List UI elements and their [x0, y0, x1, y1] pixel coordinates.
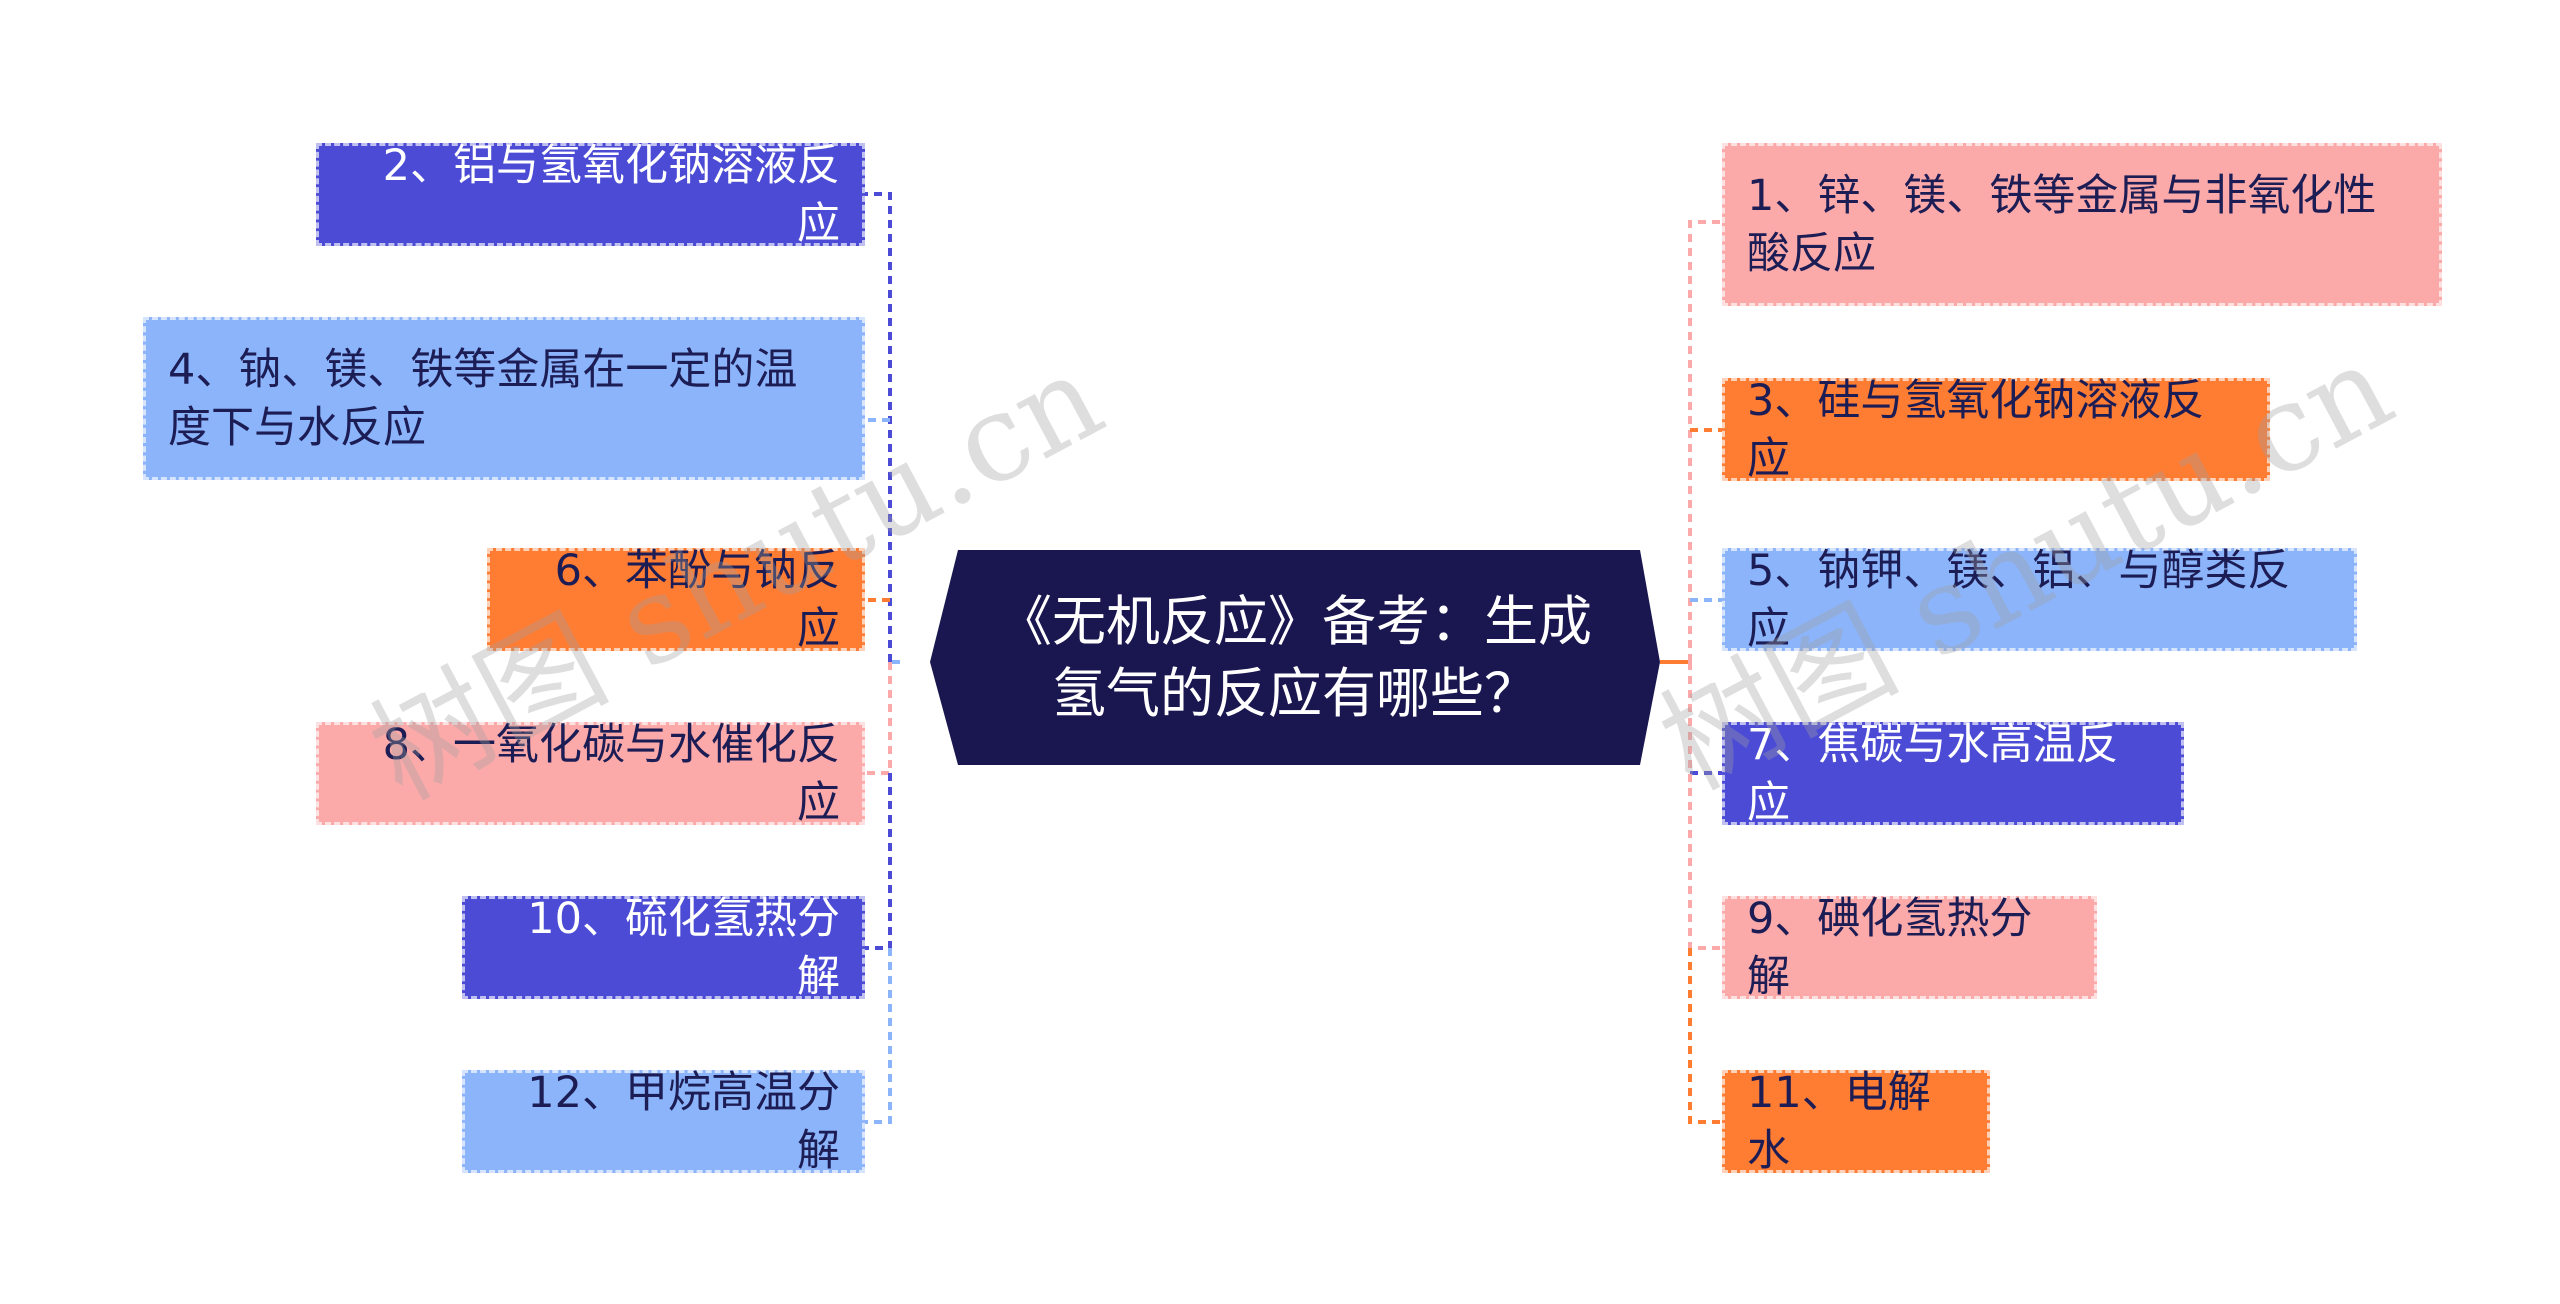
root-node[interactable]: 《无机反应》备考：生成氢气的反应有哪些？	[940, 550, 1650, 765]
node-label: 11、电解水	[1747, 1067, 1931, 1176]
node-label: 8、一氧化碳与水催化反应	[382, 719, 840, 828]
node-label: 3、硅与氢氧化钠溶液反应	[1747, 375, 2205, 484]
link-left-12	[865, 948, 892, 1124]
node-label: 2、铝与氢氧化钠溶液反应	[382, 140, 840, 249]
node-label: 1、锌、镁、铁等金属与非氧化性酸反应	[1747, 170, 2377, 279]
root-node-shape	[930, 550, 1660, 765]
node-right-9[interactable]: 9、碘化氢热分解	[1722, 894, 2097, 1002]
node-right-11[interactable]: 11、电解水	[1722, 1068, 1990, 1176]
link-right-9	[1688, 662, 1722, 950]
link-left-2	[865, 192, 892, 662]
node-label: 4、钠、镁、铁等金属在一定的温度下与水反应	[168, 344, 798, 453]
node-left-6[interactable]: 6、苯酚与钠反应	[487, 546, 865, 654]
link-right-11	[1688, 948, 1722, 1124]
node-label: 12、甲烷高温分解	[527, 1067, 840, 1176]
node-left-10[interactable]: 10、硫化氢热分解	[462, 894, 865, 1002]
node-label: 6、苯酚与钠反应	[554, 545, 840, 654]
node-left-8[interactable]: 8、一氧化碳与水催化反应	[316, 720, 865, 828]
link-right-1	[1688, 220, 1722, 662]
node-left-4[interactable]: 4、钠、镁、铁等金属在一定的温度下与水反应	[143, 317, 865, 480]
link-left-8	[865, 662, 892, 775]
node-label: 9、碘化氢热分解	[1747, 893, 2033, 1002]
node-right-1[interactable]: 1、锌、镁、铁等金属与非氧化性酸反应	[1722, 143, 2442, 306]
node-label: 5、钠钾、镁、铝、与醇类反应	[1747, 545, 2291, 654]
node-right-3[interactable]: 3、硅与氢氧化钠溶液反应	[1722, 376, 2270, 484]
link-left-10	[865, 773, 892, 950]
node-right-5[interactable]: 5、钠钾、镁、铝、与醇类反应	[1722, 546, 2357, 654]
node-label: 7、焦碳与水高温反应	[1747, 719, 2119, 828]
node-left-2[interactable]: 2、铝与氢氧化钠溶液反应	[316, 141, 865, 249]
root-title: 《无机反应》备考：生成氢气的反应有哪些？	[998, 589, 1592, 725]
node-label: 10、硫化氢热分解	[527, 893, 840, 1002]
node-left-12[interactable]: 12、甲烷高温分解	[462, 1068, 865, 1176]
node-right-7[interactable]: 7、焦碳与水高温反应	[1722, 720, 2184, 828]
